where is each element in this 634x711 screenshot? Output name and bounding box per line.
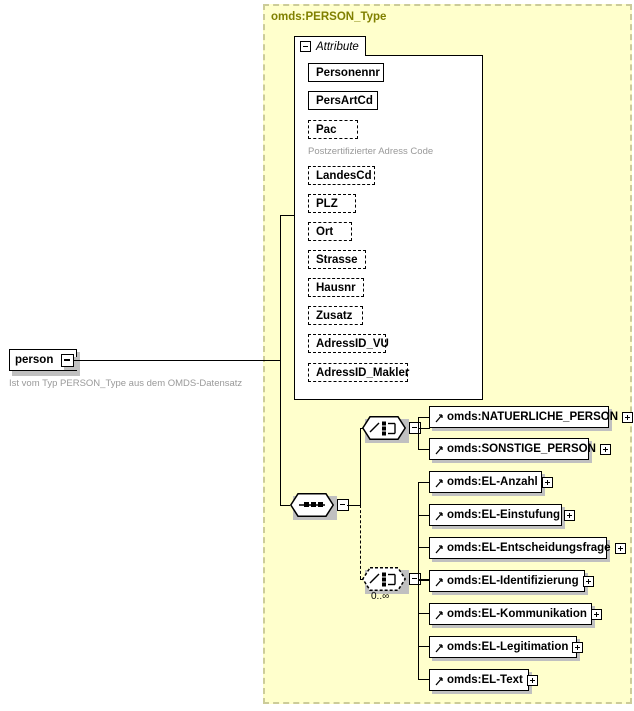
connector-spine-to-sequence bbox=[280, 505, 290, 506]
connector-choice-required-fan bbox=[418, 417, 419, 450]
root-element-collapse-minus-icon[interactable] bbox=[61, 354, 74, 367]
element-ref-el-kommunikation[interactable]: omds:EL-Kommunikation bbox=[429, 603, 602, 625]
element-expand-plus-icon[interactable] bbox=[572, 641, 584, 653]
element-reference-icon bbox=[435, 510, 443, 521]
element-reference-icon bbox=[435, 675, 443, 686]
element-reference-icon bbox=[435, 642, 443, 653]
attribute-group-collapse-minus-icon[interactable] bbox=[300, 41, 311, 52]
attribute-item[interactable]: Pac bbox=[308, 120, 358, 139]
element-label: omds:EL-Text bbox=[447, 674, 523, 686]
attribute-annotation: Postzertifizierter Adress Code bbox=[308, 146, 434, 157]
attribute-item[interactable]: Ort bbox=[308, 222, 352, 241]
connector-to-el-anzahl bbox=[418, 482, 430, 483]
element-expand-plus-icon[interactable] bbox=[599, 443, 611, 455]
root-element-label: person bbox=[15, 354, 54, 366]
connector-choice-optional-fan bbox=[418, 482, 419, 680]
attribute-item[interactable]: Hausnr bbox=[308, 278, 364, 297]
connector-to-el-einstufung bbox=[418, 515, 430, 516]
connector-person-to-spine bbox=[74, 360, 280, 361]
connector-sequence-branch-down-dashed bbox=[360, 505, 361, 579]
attribute-item[interactable]: AdressID_VU bbox=[308, 334, 389, 353]
connector-spine-vertical bbox=[280, 215, 281, 505]
element-ref-sonstige-person[interactable]: omds:SONSTIGE_PERSON bbox=[429, 438, 611, 460]
element-expand-plus-icon[interactable] bbox=[582, 575, 594, 587]
element-reference-icon bbox=[435, 609, 443, 620]
element-ref-el-einstufung[interactable]: omds:EL-Einstufung bbox=[429, 504, 576, 526]
attribute-item[interactable]: LandesCd bbox=[308, 166, 375, 185]
element-label: omds:SONSTIGE_PERSON bbox=[447, 443, 596, 455]
attribute-item[interactable]: Personennr bbox=[308, 63, 384, 82]
element-label: omds:EL-Kommunikation bbox=[447, 608, 587, 620]
connector-to-sonstige-person bbox=[418, 449, 430, 450]
element-label: omds:NATUERLICHE_PERSON bbox=[447, 411, 619, 423]
choice-connector-optional[interactable] bbox=[362, 567, 423, 594]
complex-type-title: omds:PERSON_Type bbox=[271, 11, 387, 23]
connector-sequence-out bbox=[347, 505, 360, 506]
attribute-group-tab[interactable]: Attribute bbox=[294, 36, 366, 56]
element-ref-el-entscheidungsfrage[interactable]: omds:EL-Entscheidungsfrage bbox=[429, 537, 626, 559]
element-reference-icon bbox=[435, 444, 443, 455]
connector-sequence-branch-up bbox=[360, 428, 361, 506]
element-ref-el-text[interactable]: omds:EL-Text bbox=[429, 669, 538, 691]
element-expand-plus-icon[interactable] bbox=[541, 476, 553, 488]
attribute-item[interactable]: Zusatz bbox=[308, 306, 363, 325]
attribute-item[interactable]: PLZ bbox=[308, 194, 356, 213]
element-expand-plus-icon[interactable] bbox=[526, 674, 538, 686]
connector-spine-to-attributes bbox=[280, 215, 294, 216]
element-label: omds:EL-Einstufung bbox=[447, 509, 561, 521]
element-ref-el-identifizierung[interactable]: omds:EL-Identifizierung bbox=[429, 570, 594, 592]
connector-to-el-legitimation bbox=[418, 646, 430, 647]
attribute-item[interactable]: Strasse bbox=[308, 250, 366, 269]
choice-icon bbox=[362, 416, 406, 440]
root-element-annotation: Ist vom Typ PERSON_Type aus dem OMDS-Dat… bbox=[9, 378, 243, 389]
connector-to-el-entscheidungsfrage bbox=[418, 547, 430, 548]
element-label: omds:EL-Identifizierung bbox=[447, 575, 579, 587]
element-reference-icon bbox=[435, 477, 443, 488]
connector-choice-required-out bbox=[419, 428, 430, 429]
element-reference-icon bbox=[435, 543, 443, 554]
element-expand-plus-icon[interactable] bbox=[614, 542, 626, 554]
connector-to-el-kommunikation bbox=[418, 613, 430, 614]
element-ref-el-anzahl[interactable]: omds:EL-Anzahl bbox=[429, 471, 553, 493]
attribute-item[interactable]: AdressID_Makler bbox=[308, 363, 409, 382]
connector-to-el-text bbox=[418, 679, 430, 680]
connector-to-natuerliche-person bbox=[418, 417, 430, 418]
connector-choice-optional-out bbox=[419, 579, 430, 580]
element-ref-el-legitimation[interactable]: omds:EL-Legitimation bbox=[429, 636, 584, 658]
element-reference-icon bbox=[435, 412, 443, 423]
attribute-group-tab-label: Attribute bbox=[316, 40, 359, 53]
element-ref-natuerliche-person[interactable]: omds:NATUERLICHE_PERSON bbox=[429, 406, 634, 428]
element-label: omds:EL-Entscheidungsfrage bbox=[447, 542, 611, 554]
choice-connector-required[interactable] bbox=[362, 416, 423, 443]
element-label: omds:EL-Anzahl bbox=[447, 476, 538, 488]
element-label: omds:EL-Legitimation bbox=[447, 641, 569, 653]
element-expand-plus-icon[interactable] bbox=[590, 608, 602, 620]
root-element-person[interactable]: person bbox=[9, 349, 77, 371]
element-reference-icon bbox=[435, 576, 443, 587]
choice-optional-cardinality: 0..∞ bbox=[371, 591, 390, 602]
choice-icon bbox=[362, 567, 406, 591]
root-annotation-shadow bbox=[12, 371, 80, 376]
element-expand-plus-icon[interactable] bbox=[564, 509, 576, 521]
connector-to-el-identifizierung bbox=[418, 580, 430, 581]
element-expand-plus-icon[interactable] bbox=[622, 411, 634, 423]
attribute-item[interactable]: PersArtCd bbox=[308, 91, 378, 110]
sequence-connector[interactable] bbox=[290, 493, 351, 520]
sequence-icon bbox=[290, 493, 334, 517]
